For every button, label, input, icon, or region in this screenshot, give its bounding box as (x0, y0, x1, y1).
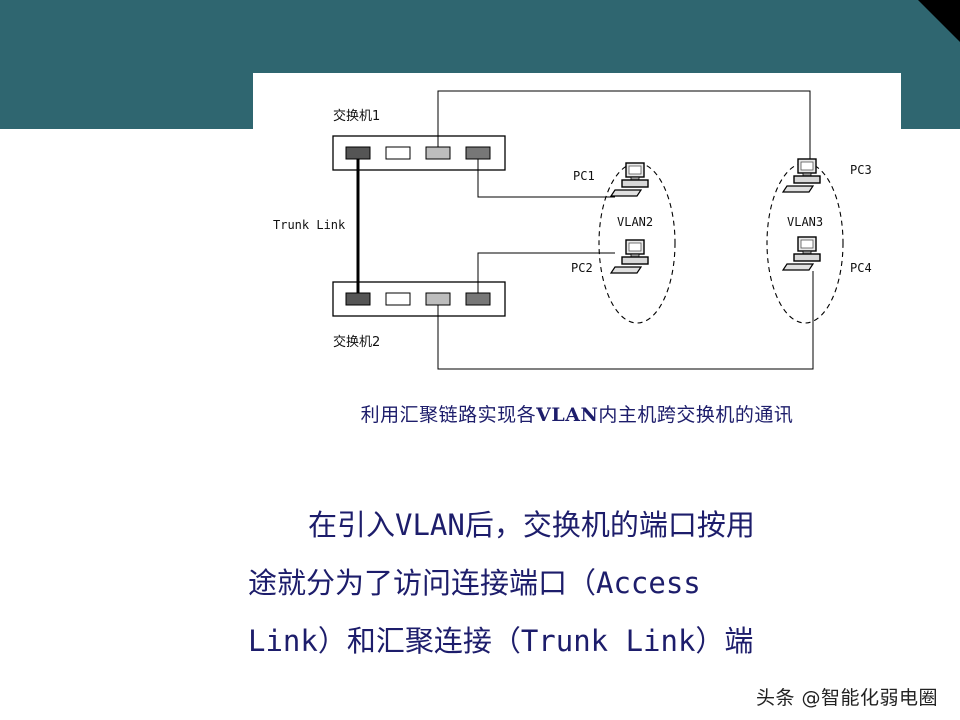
switch1-port-trunk (345, 146, 371, 160)
link-switch1-pc3 (437, 90, 811, 161)
caption-bold: VLAN (536, 404, 599, 426)
switch2-port-vlan3 (425, 292, 451, 306)
pc3-label: PC3 (850, 163, 872, 177)
vlan-trunk-diagram: 交换机1 交换机2 Trunk Link VLAN2 VLAN3 PC1 PC2… (273, 90, 872, 370)
caption-prefix: 利用汇聚链路实现各 (360, 404, 537, 426)
switch2-port-trunk (345, 292, 371, 306)
pc4-label: PC4 (850, 261, 872, 275)
watermark: 头条 @智能化弱电圈 (755, 687, 938, 709)
switch1-port-vlan3 (425, 146, 451, 160)
switch2-port-vlan2 (465, 292, 491, 306)
pc3-computer-icon (782, 158, 821, 193)
switch1-label: 交换机1 (333, 108, 380, 124)
pc1-label: PC1 (573, 169, 595, 183)
figure-caption: 利用汇聚链路实现各VLAN内主机跨交换机的通讯 (253, 400, 901, 427)
switch2-port-empty (385, 292, 411, 306)
caption-suffix: 内主机跨交换机的通讯 (598, 404, 794, 426)
link-switch2-pc2 (477, 252, 615, 293)
trunk-link-label: Trunk Link (273, 218, 346, 232)
switch2-label: 交换机2 (333, 334, 380, 350)
corner-decoration (918, 0, 960, 42)
link-switch1-pc1 (477, 159, 615, 198)
pc1-computer-icon (610, 162, 649, 197)
pc4-computer-icon (782, 236, 821, 271)
body-line-1: 在引入VLAN后，交换机的端口按用 (308, 508, 755, 542)
switch1-port-empty (385, 146, 411, 160)
vlan3-ellipse (766, 162, 844, 324)
body-paragraph: 在引入VLAN后，交换机的端口按用 途就分为了访问连接端口（Access Lin… (248, 496, 888, 670)
pc2-label: PC2 (571, 261, 593, 275)
vlan2-ellipse (598, 162, 676, 324)
switch1-port-vlan2 (465, 146, 491, 160)
vlan3-label: VLAN3 (787, 215, 823, 229)
pc2-computer-icon (610, 239, 649, 274)
body-line-2: 途就分为了访问连接端口（Access (248, 566, 701, 600)
body-line-3: Link）和汇聚连接（Trunk Link）端 (248, 624, 754, 658)
link-switch2-pc4 (437, 271, 814, 370)
figure-panel: 交换机1 交换机2 Trunk Link VLAN2 VLAN3 PC1 PC2… (253, 73, 901, 458)
vlan2-label: VLAN2 (617, 215, 653, 229)
